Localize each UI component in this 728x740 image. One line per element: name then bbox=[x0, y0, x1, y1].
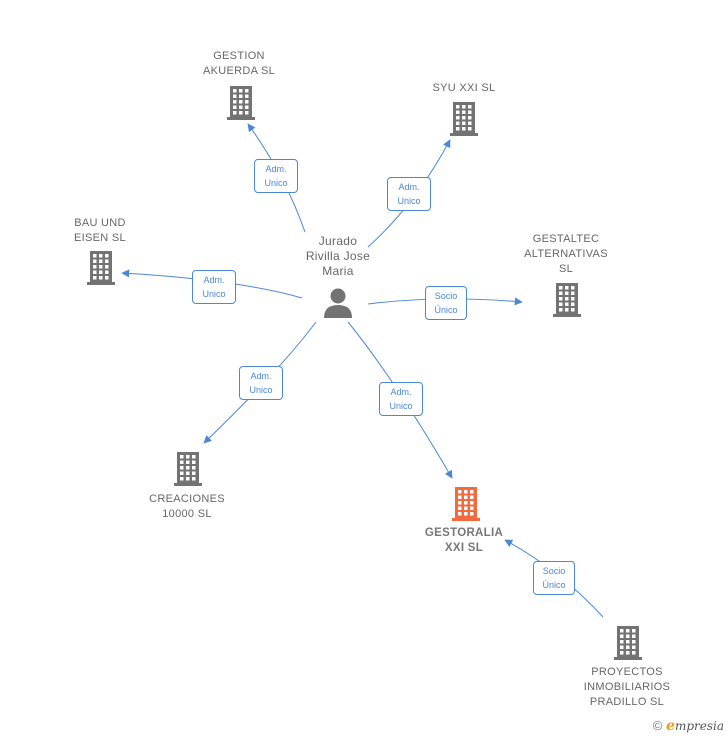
company-label-gestoralia[interactable]: GESTORALIA XXI SL bbox=[404, 526, 524, 556]
company-label-bau[interactable]: BAU UND EISEN SL bbox=[40, 216, 160, 246]
edge-label-line: Unico bbox=[264, 178, 288, 188]
building-icon-gestoralia[interactable] bbox=[452, 487, 480, 521]
person-label-line-1: Jurado bbox=[318, 234, 358, 248]
company-label-gestion[interactable]: GESTION AKUERDA SL bbox=[179, 49, 299, 79]
person-icon bbox=[324, 288, 352, 318]
edge-label-gestoralia: Adm. Unico bbox=[379, 382, 423, 416]
building-icon-gestaltec[interactable] bbox=[553, 283, 581, 317]
company-label-line: GESTALTEC bbox=[532, 233, 600, 245]
company-label-line: XXI SL bbox=[444, 542, 484, 554]
company-label-line: PROYECTOS bbox=[591, 666, 663, 678]
company-label-line: ALTERNATIVAS bbox=[524, 248, 608, 260]
edge-label-line: Socio bbox=[434, 291, 458, 301]
company-label-line: INMOBILIARIOS bbox=[583, 681, 671, 693]
edge-label-line: Socio bbox=[542, 566, 566, 576]
company-label-syu[interactable]: SYU XXI SL bbox=[404, 81, 524, 96]
person-label: Jurado Rivilla Jose Maria bbox=[288, 234, 388, 279]
company-label-line: SL bbox=[558, 263, 574, 275]
edge-label-line: Único bbox=[434, 305, 458, 315]
person-label-line-2: Rivilla Jose bbox=[305, 249, 371, 263]
edge-label-line: Adm. bbox=[398, 182, 420, 192]
company-label-line: BAU UND bbox=[74, 217, 126, 229]
brand-rest: mpresia bbox=[674, 719, 724, 733]
company-label-line: GESTION bbox=[213, 50, 265, 62]
edge-label-proyectos: Socio Único bbox=[533, 561, 575, 595]
company-label-line: SYU XXI SL bbox=[432, 82, 496, 94]
edge-label-gestaltec: Socio Único bbox=[425, 286, 467, 320]
edge-label-line: Adm. bbox=[250, 371, 272, 381]
company-label-line: 10000 SL bbox=[162, 508, 212, 520]
edge-label-line: Unico bbox=[202, 289, 226, 299]
building-icon-proyectos[interactable] bbox=[614, 626, 642, 660]
company-label-line: CREACIONES bbox=[149, 493, 225, 505]
edge-label-syu: Adm. Unico bbox=[387, 177, 431, 211]
building-icon-bau[interactable] bbox=[87, 251, 115, 285]
company-label-line: PRADILLO SL bbox=[589, 696, 665, 708]
edge-label-line: Unico bbox=[249, 385, 273, 395]
footer-credit: © empresia bbox=[653, 718, 724, 734]
edge-label-line: Adm. bbox=[203, 275, 225, 285]
edge-label-line: Adm. bbox=[390, 387, 412, 397]
building-icon-syu[interactable] bbox=[450, 102, 478, 136]
edge-label-line: Unico bbox=[389, 401, 413, 411]
company-label-creaciones[interactable]: CREACIONES 10000 SL bbox=[127, 492, 247, 522]
company-label-line: EISEN SL bbox=[74, 232, 126, 244]
company-label-line: GESTORALIA bbox=[424, 527, 504, 539]
edge-label-line: Adm. bbox=[265, 164, 287, 174]
brand-logo[interactable]: empresia bbox=[666, 718, 724, 734]
edge-label-creaciones: Adm. Unico bbox=[239, 366, 283, 400]
building-icon-gestion[interactable] bbox=[227, 86, 255, 120]
company-label-line: AKUERDA SL bbox=[202, 65, 276, 77]
person-label-line-3: Maria bbox=[322, 264, 354, 278]
building-icon-creaciones[interactable] bbox=[174, 452, 202, 486]
brand-initial: e bbox=[666, 718, 675, 734]
company-label-proyectos[interactable]: PROYECTOS INMOBILIARIOS PRADILLO SL bbox=[567, 665, 687, 710]
copyright-icon: © bbox=[652, 718, 663, 733]
edge-label-line: Único bbox=[542, 580, 566, 590]
edge-label-bau: Adm. Unico bbox=[192, 270, 236, 304]
edge-label-gestion: Adm. Unico bbox=[254, 159, 298, 193]
company-label-gestaltec[interactable]: GESTALTEC ALTERNATIVAS SL bbox=[506, 232, 626, 277]
edge-label-line: Unico bbox=[397, 196, 421, 206]
